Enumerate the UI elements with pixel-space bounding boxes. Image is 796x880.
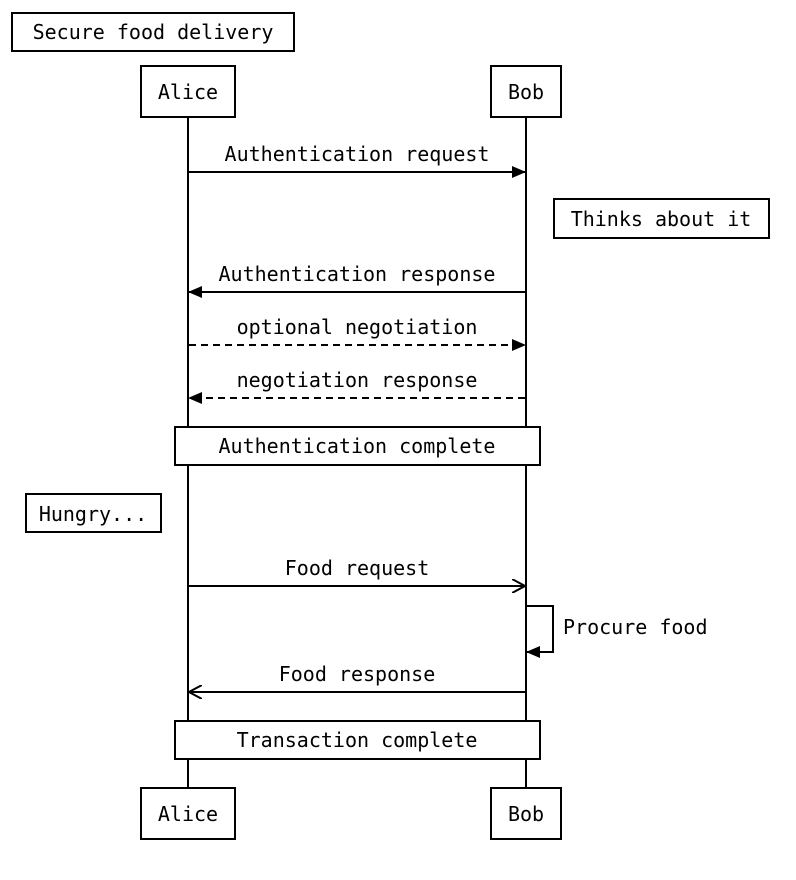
participant-alice-top: Alice bbox=[140, 65, 236, 118]
message-label: negotiation response bbox=[237, 368, 478, 392]
message-label: Food response bbox=[279, 662, 436, 686]
note-authentication-complete-text: Authentication complete bbox=[219, 434, 496, 458]
note-alice-text: Hungry... bbox=[39, 502, 147, 526]
participant-bob-bottom: Bob bbox=[490, 787, 562, 840]
message-label: optional negotiation bbox=[237, 315, 478, 339]
message-negotiation-response: negotiation response bbox=[188, 368, 525, 404]
note-bob: Thinks about it bbox=[553, 198, 770, 239]
message-food-request: Food request bbox=[189, 556, 525, 586]
message-optional-negotiation: optional negotiation bbox=[189, 315, 526, 351]
participant-bob-top: Bob bbox=[490, 65, 562, 118]
message-label: Procure food bbox=[563, 615, 708, 639]
message-label: Authentication request bbox=[225, 142, 490, 166]
participant-bob-label: Bob bbox=[508, 802, 544, 826]
participant-alice-bottom: Alice bbox=[140, 787, 236, 840]
participant-bob-label: Bob bbox=[508, 80, 544, 104]
note-transaction-complete: Transaction complete bbox=[174, 720, 541, 760]
diagram-title-text: Secure food delivery bbox=[33, 20, 274, 44]
message-procure-food: Procure food bbox=[526, 605, 708, 658]
message-label: Food request bbox=[285, 556, 430, 580]
participant-alice-label: Alice bbox=[158, 80, 218, 104]
message-authentication-response: Authentication response bbox=[188, 262, 525, 298]
note-transaction-complete-text: Transaction complete bbox=[237, 728, 478, 752]
message-label: Authentication response bbox=[219, 262, 496, 286]
message-food-response: Food response bbox=[189, 662, 525, 692]
note-alice: Hungry... bbox=[25, 493, 162, 533]
participant-alice-label: Alice bbox=[158, 802, 218, 826]
message-authentication-request: Authentication request bbox=[189, 142, 526, 178]
diagram-title: Secure food delivery bbox=[11, 12, 295, 52]
note-authentication-complete: Authentication complete bbox=[174, 426, 541, 466]
note-bob-text: Thinks about it bbox=[571, 207, 752, 231]
